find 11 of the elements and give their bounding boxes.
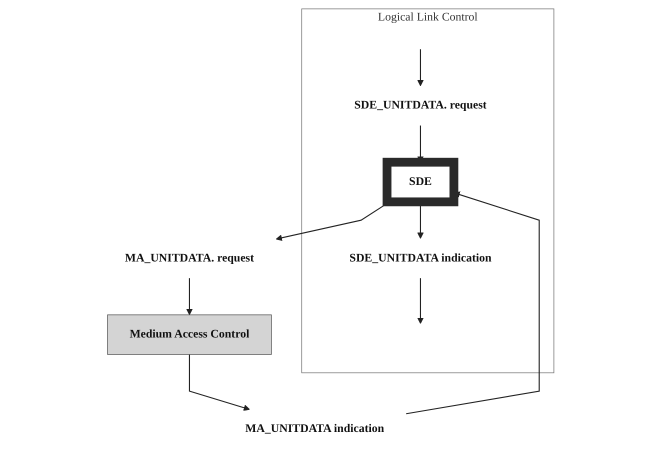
node-text: SDE_UNITDATA. request xyxy=(354,99,487,112)
node-box: Medium Access Control xyxy=(107,314,272,355)
node-box: SDE xyxy=(382,158,458,206)
node-text: SDE_UNITDATA indication xyxy=(350,252,492,264)
arrow xyxy=(417,278,424,324)
node-text: MA_UNITDATA. request xyxy=(125,252,254,264)
node-text: MA_UNITDATA indication xyxy=(245,422,384,436)
arrow xyxy=(189,354,250,411)
arrow xyxy=(417,49,424,86)
arrow xyxy=(186,278,193,316)
arrow xyxy=(406,191,540,414)
